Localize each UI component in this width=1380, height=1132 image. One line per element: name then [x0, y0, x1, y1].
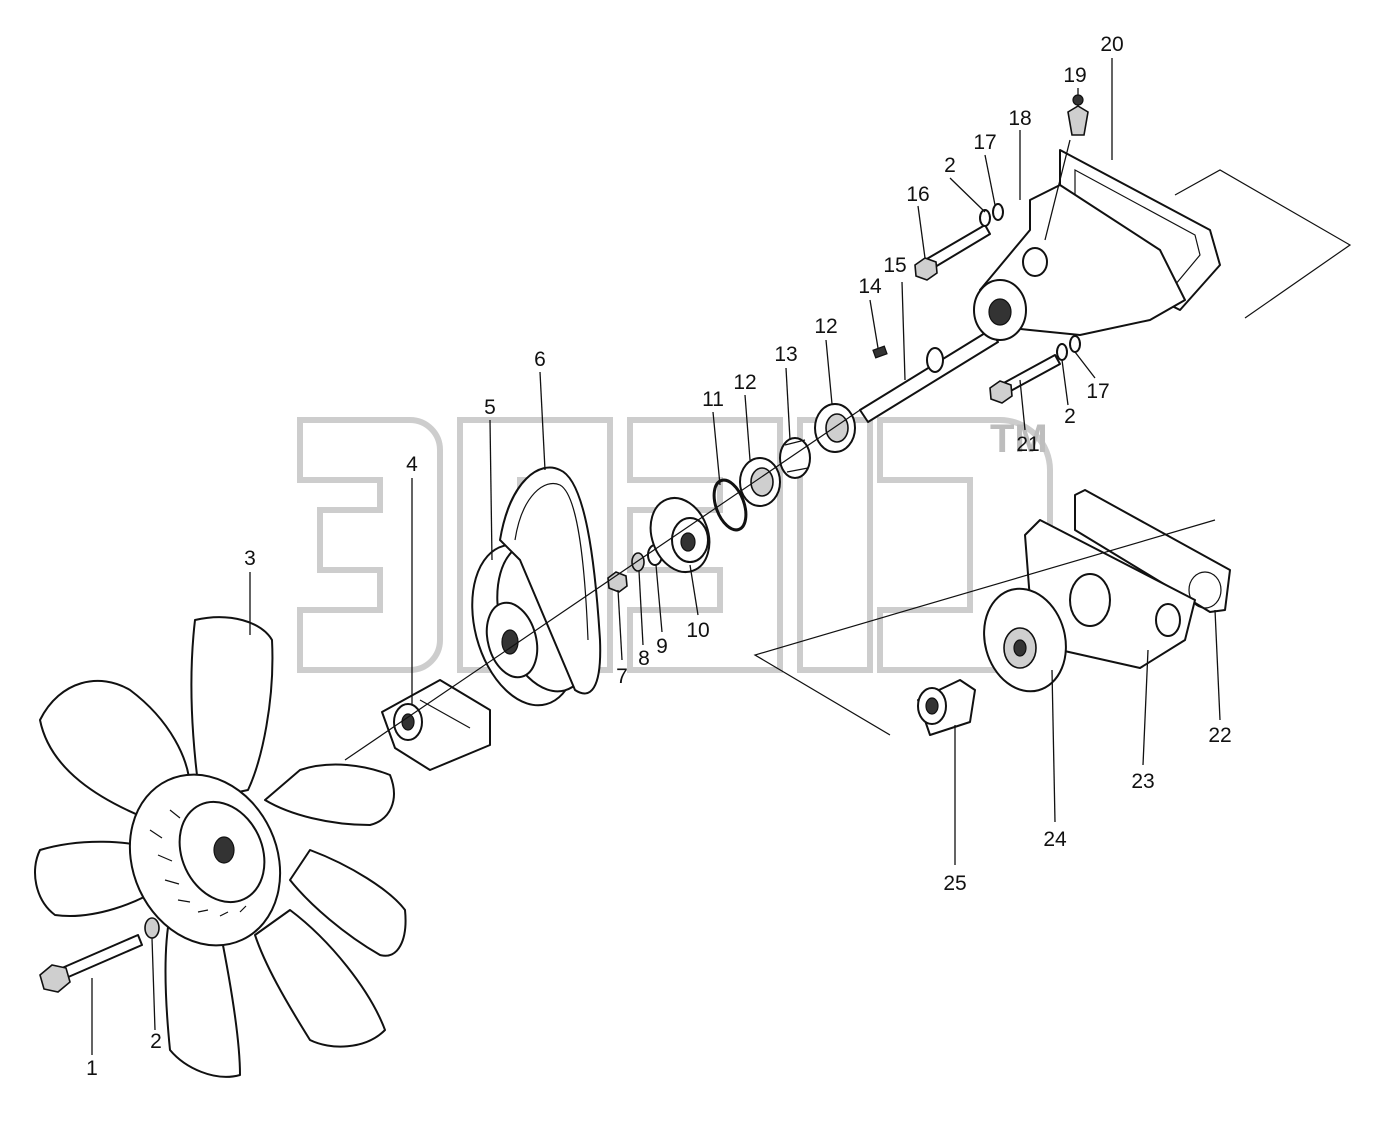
callout-16: 16: [906, 183, 929, 206]
spring-washer-upper: [979, 209, 991, 227]
callout-3: 3: [244, 547, 256, 570]
washer-upper: [992, 203, 1004, 221]
fan-bolt: [39, 934, 143, 993]
callout-14: 14: [858, 275, 882, 298]
callout-18: 18: [1008, 107, 1031, 130]
callout-8: 8: [638, 647, 650, 670]
callout-4: 4: [406, 453, 418, 476]
bearing-spacer: [779, 437, 811, 479]
retaining-ring: [712, 478, 748, 532]
washer-lower: [1069, 335, 1081, 353]
lock-washer: [631, 552, 645, 572]
callout-2: 2: [150, 1030, 162, 1053]
callout-24: 24: [1043, 828, 1067, 851]
hub-flange: [649, 497, 711, 573]
callout-22: 22: [1208, 724, 1231, 747]
callout-numbers: 1 2 2 2 3 4 5 6 7 8 9 10 11 12 12 13 14 …: [86, 33, 1232, 1080]
housing-bolt-lower: [989, 354, 1061, 404]
callout-11: 11: [702, 388, 724, 411]
assembly-outline-housing: [1174, 169, 1352, 319]
spring-washer-lower: [1056, 343, 1068, 361]
mounting-plate: [1024, 519, 1196, 669]
callout-1: 1: [86, 1057, 98, 1080]
housing-bolt-upper: [914, 224, 991, 281]
fan-washer: [144, 917, 160, 939]
callout-21: 21: [1016, 433, 1039, 456]
fan-spacer: [381, 679, 491, 771]
callout-5: 5: [484, 396, 496, 419]
trademark-mark: TM: [990, 417, 1048, 461]
callout-7: 7: [616, 665, 628, 688]
bushing: [917, 679, 976, 736]
callout-15: 15: [883, 254, 906, 277]
leader-lines: [91, 58, 1221, 1055]
fan-assembly: [34, 616, 407, 1078]
nut: [607, 571, 628, 593]
callout-19: 19: [1063, 64, 1086, 87]
axis-shaft: [344, 409, 861, 761]
grease-fitting: [1067, 94, 1089, 136]
callout-2: 2: [1064, 405, 1076, 428]
callout-25: 25: [943, 872, 966, 895]
callout-6: 6: [534, 348, 546, 371]
callout-12: 12: [733, 371, 756, 394]
assembly-outline-plate: [753, 519, 1216, 736]
callout-17: 17: [1086, 380, 1109, 403]
callout-20: 20: [1100, 33, 1123, 56]
fan-housing: [973, 149, 1221, 341]
callout-9: 9: [656, 635, 668, 658]
bearing-front: [739, 457, 781, 507]
bearing-rear: [814, 403, 856, 453]
shaft: [859, 329, 999, 423]
seal-cover: [983, 587, 1067, 693]
callout-17: 17: [973, 131, 996, 154]
shaft-key: [872, 345, 888, 359]
callout-2: 2: [944, 154, 956, 177]
callout-23: 23: [1131, 770, 1154, 793]
drive-belt: [499, 466, 602, 695]
callout-12: 12: [814, 315, 837, 338]
callout-13: 13: [774, 343, 797, 366]
callout-10: 10: [686, 619, 709, 642]
mounting-gasket: [1074, 489, 1231, 613]
